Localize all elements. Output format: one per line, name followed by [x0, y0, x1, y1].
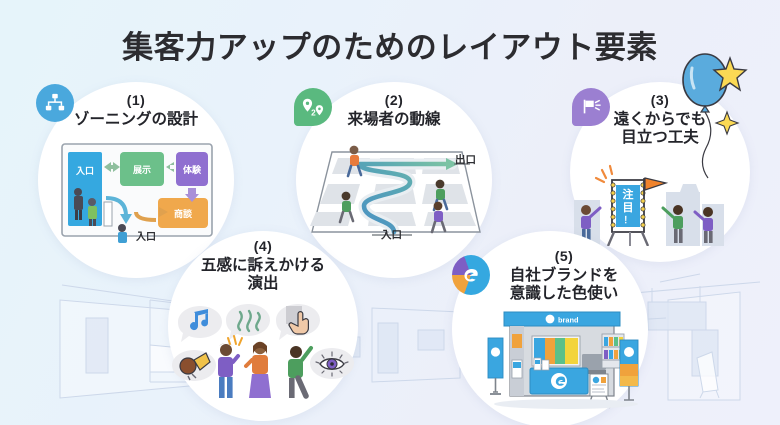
- sitemap-icon-badge: [36, 84, 74, 122]
- eye-sight-icon: [315, 351, 349, 377]
- walker-4: [430, 201, 447, 234]
- svg-text:2: 2: [311, 108, 316, 117]
- person-left: [581, 205, 602, 243]
- section-4-caption: (4) 五感に訴えかける 演出: [168, 238, 358, 293]
- section-2-title: 来場者の動線: [347, 111, 441, 129]
- flag-icon-badge: [572, 88, 610, 126]
- section-1-number: (1): [126, 92, 146, 108]
- section-2-floorplan: [310, 145, 481, 238]
- brand-mark-icon: [464, 269, 478, 282]
- person-center-right: [661, 205, 683, 243]
- easel-poster: [587, 373, 611, 409]
- person-right: [693, 207, 713, 243]
- a-frame-sign: 注 目 ！: [594, 164, 669, 246]
- person-a: [218, 335, 243, 398]
- zone-experience-label: 体験: [183, 164, 202, 175]
- section-1-entrance-label: 入口: [136, 232, 156, 243]
- walker-3: [338, 191, 355, 224]
- people-group-1: [74, 188, 97, 226]
- zone-exhibit-label: 展示: [133, 165, 151, 175]
- brand-logo-icon-badge: [452, 255, 490, 295]
- section-2-number: (2): [384, 92, 404, 108]
- zone-meeting-label: 商談: [174, 208, 192, 219]
- flow-arrowhead: [446, 158, 458, 170]
- section-5-title-line2: 意識した色使い: [509, 285, 619, 303]
- section-2-exit-label: 出口: [455, 154, 476, 166]
- visitor-flow-path: [357, 161, 451, 235]
- map-pins-icon-badge: 2: [294, 88, 332, 126]
- flag-icon: [583, 99, 601, 114]
- section-3-caption: (3) 遠くからでも 目立つ工夫: [570, 92, 750, 147]
- section-3-title-line2: 目立つ工夫: [621, 129, 699, 147]
- section-4-title-line2: 演出: [247, 275, 279, 293]
- music-note-icon: [190, 309, 208, 331]
- sparkle-icon: [714, 110, 740, 136]
- sign-text-char3: ！: [623, 215, 632, 225]
- page-title: 集客力アップのためのレイアウト要素: [122, 30, 658, 65]
- section-2-entrance-label: 入口: [381, 229, 402, 241]
- zone-exhibit: [120, 152, 164, 186]
- sign-text-char2: 目: [623, 201, 634, 214]
- aroma-steam-icon: [237, 309, 261, 333]
- zone-entrance-label: 入口: [75, 166, 94, 176]
- sitemap-icon: [45, 93, 65, 111]
- balloon-illustration: [682, 53, 748, 179]
- section-4-number: (4): [253, 238, 273, 254]
- section-4-senses-scene: [172, 304, 354, 399]
- walker-1: [346, 145, 363, 178]
- sign-text-char1: 注: [623, 187, 634, 201]
- left-rollup-banner: [487, 337, 504, 395]
- section-5-title-line1: 自社ブランドを: [509, 267, 619, 285]
- section-5-booth-illustration: brand: [487, 311, 639, 409]
- brand-logo-icon: [452, 255, 490, 295]
- booth-sign-text: brand: [558, 316, 579, 325]
- section-1-title: ゾーニングの設計: [73, 111, 198, 129]
- person-at-entrance: [118, 224, 127, 243]
- person-b: [244, 341, 271, 398]
- food-taste-icon: [179, 352, 211, 381]
- section-5-caption: (5) 自社ブランドを 意識した色使い: [474, 248, 654, 303]
- section-4-title-line1: 五感に訴えかける: [200, 257, 325, 275]
- touch-hand-icon: [286, 306, 309, 335]
- section-3-signboard-scene: 注 目 ！: [574, 164, 724, 246]
- map-pins-icon: 2: [302, 98, 324, 117]
- hearing-bubble: [178, 306, 222, 342]
- section-2-caption: (2) 来場者の動線: [296, 92, 492, 129]
- zone-meeting: [158, 198, 208, 228]
- section-3-title-line1: 遠くからでも: [613, 111, 707, 129]
- person-c: [288, 346, 313, 399]
- zone-experience: [176, 152, 208, 186]
- right-rollup-banner: [619, 339, 639, 401]
- section-1-zoning-diagram: 入口 展示 体験 商談: [61, 143, 213, 243]
- section-1-caption: (1) ゾーニングの設計: [38, 92, 234, 129]
- star-icon: [712, 55, 748, 92]
- section-5-number: (5): [554, 248, 574, 264]
- section-3-number: (3): [650, 92, 670, 108]
